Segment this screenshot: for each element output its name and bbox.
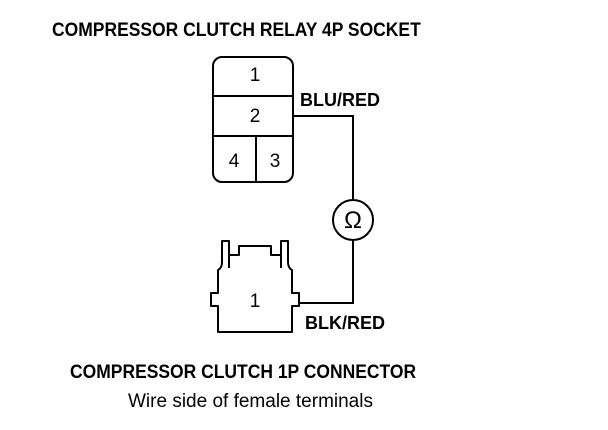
clutch-connector xyxy=(210,240,300,333)
connector-title: COMPRESSOR CLUTCH 1P CONNECTOR xyxy=(70,362,417,383)
relay-terminal-2: 2 xyxy=(250,106,261,127)
relay-socket xyxy=(212,56,294,183)
relay-terminal-4: 4 xyxy=(229,151,240,172)
relay-terminal-1: 1 xyxy=(250,65,261,86)
connector-housing xyxy=(210,240,300,333)
connector-terminal-1: 1 xyxy=(250,291,261,312)
lower-wire xyxy=(298,240,354,304)
ohmmeter-circle xyxy=(332,199,374,241)
relay-socket-title: COMPRESSOR CLUTCH RELAY 4P SOCKET xyxy=(52,20,421,41)
connector-subtitle: Wire side of female terminals xyxy=(128,391,373,412)
ohm-symbol: Ω xyxy=(344,207,362,234)
upper-wire xyxy=(293,115,354,200)
wire-label-blk-red: BLK/RED xyxy=(305,313,385,333)
relay-terminal-3: 3 xyxy=(270,151,281,172)
wire-label-blu-red: BLU/RED xyxy=(300,90,380,110)
relay-socket-outline xyxy=(212,56,294,183)
